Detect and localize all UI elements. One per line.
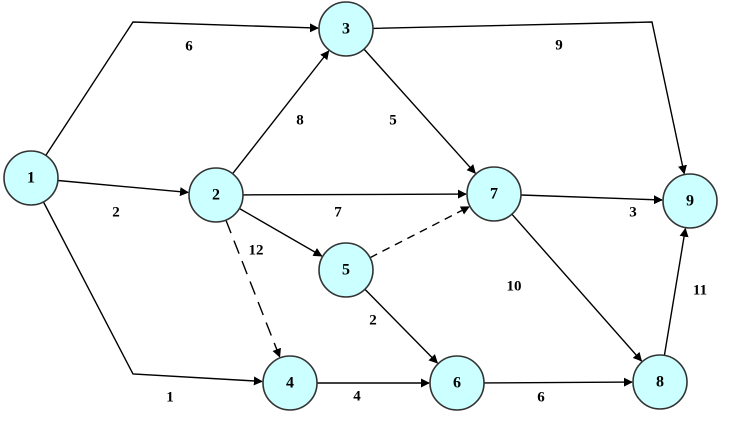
- weights-layer: 6 2 1 8 7 12 5 9 2 4 6 3 10 11: [112, 37, 707, 405]
- edge-1-4: [42, 201, 263, 386]
- node-label-8: 8: [656, 374, 664, 391]
- edge-2-5: [239, 207, 323, 257]
- edge-weight-1-3: 6: [185, 38, 193, 54]
- edge-7-9: [520, 194, 663, 205]
- edge-weight-5-6: 2: [369, 312, 377, 328]
- edge-weight-2-5: 12: [249, 242, 264, 258]
- node-label-3: 3: [342, 21, 350, 38]
- node-circle-3: [318, 1, 374, 57]
- node-circle-8: [632, 354, 688, 410]
- edges-layer: [42, 21, 689, 388]
- edge-2-7: [242, 189, 467, 199]
- node-label-7: 7: [490, 186, 498, 203]
- edge-weight-2-3: 8: [296, 112, 304, 128]
- node-label-5: 5: [342, 262, 350, 279]
- edge-1-2: [57, 179, 189, 197]
- node-1: 1: [3, 150, 59, 206]
- edge-weight-8-9: 11: [693, 282, 707, 298]
- edge-5-7: [369, 206, 470, 259]
- edge-3-7: [363, 48, 476, 174]
- edge-weight-7-9: 3: [629, 204, 637, 220]
- edge-5-6: [364, 288, 439, 364]
- node-circle-7: [466, 166, 522, 222]
- node-circle-6: [429, 355, 485, 411]
- node-circle-2: [188, 167, 244, 223]
- edge-6-8: [483, 377, 633, 387]
- node-label-9: 9: [686, 193, 694, 210]
- edge-weight-3-9: 9: [555, 37, 563, 53]
- edge-weight-6-8: 6: [537, 389, 545, 405]
- node-7: 7: [466, 166, 522, 222]
- node-8: 8: [632, 354, 688, 410]
- edge-8-9: [663, 227, 689, 356]
- node-5: 5: [318, 242, 374, 298]
- node-label-1: 1: [27, 170, 35, 187]
- edge-weight-2-7: 7: [334, 204, 342, 220]
- node-label-2: 2: [212, 187, 220, 204]
- edge-weight-4-6: 4: [353, 388, 361, 404]
- node-4: 4: [262, 355, 318, 411]
- node-circle-9: [662, 173, 718, 229]
- node-circle-4: [262, 355, 318, 411]
- node-circle-5: [318, 242, 374, 298]
- node-circle-1: [3, 150, 59, 206]
- edge-weight-1-4: 1: [166, 389, 174, 405]
- node-2: 2: [188, 167, 244, 223]
- node-9: 9: [662, 173, 718, 229]
- edge-2-3: [232, 50, 330, 175]
- edge-weight-7-8: 10: [507, 278, 522, 294]
- node-3: 3: [318, 1, 374, 57]
- edge-weight-3-7: 5: [389, 112, 397, 128]
- edge-weight-1-2: 2: [112, 204, 120, 220]
- edge-2-4: [225, 219, 281, 358]
- edge-7-8: [511, 213, 643, 362]
- node-label-4: 4: [286, 375, 294, 392]
- node-6: 6: [429, 355, 485, 411]
- node-label-6: 6: [453, 375, 461, 392]
- edge-1-3: [45, 21, 319, 156]
- edge-3-9: [372, 21, 687, 175]
